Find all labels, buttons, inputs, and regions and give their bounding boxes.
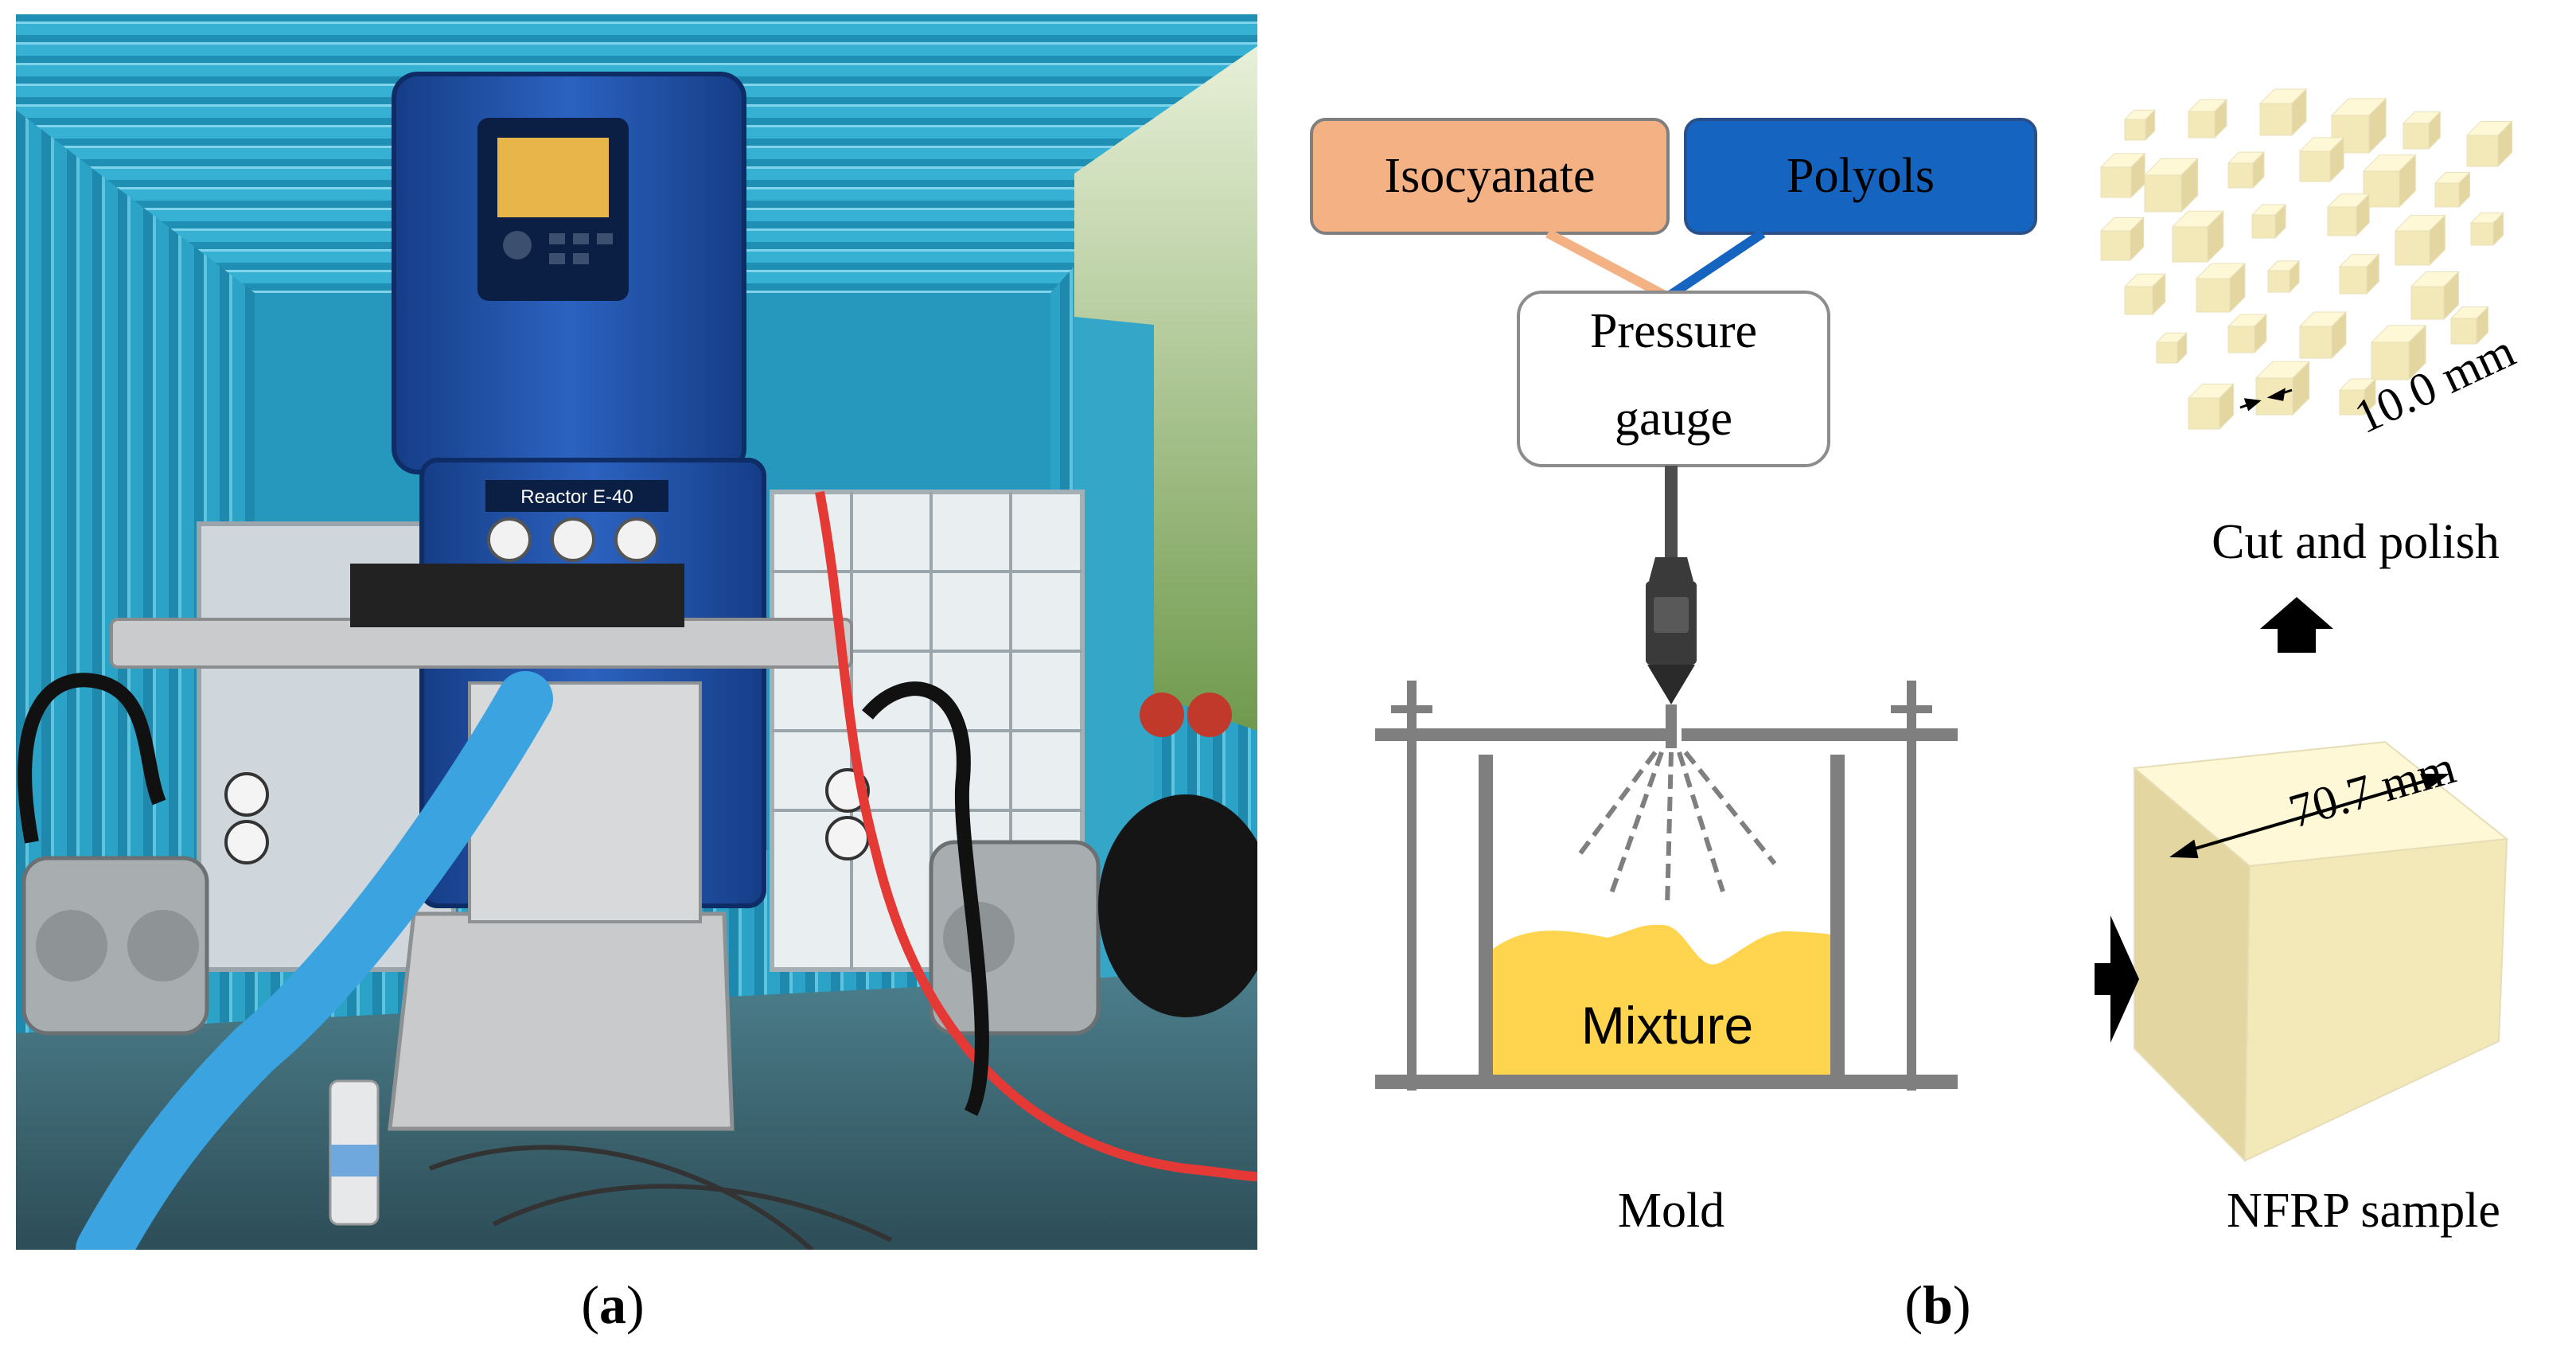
small-cube	[2099, 217, 2145, 262]
small-cube	[2266, 260, 2301, 294]
red-air-hose	[815, 490, 1257, 1181]
ibc-cage-lines	[772, 492, 1082, 970]
small-cube	[2465, 120, 2513, 168]
blue-heated-hose	[76, 671, 553, 1250]
small-cube	[2338, 253, 2380, 295]
small-cube	[2143, 158, 2199, 213]
mixture-fill	[1493, 924, 1830, 1075]
nfrp-sample-label: NFRP sample	[2227, 1184, 2500, 1238]
caption-b-open: (	[1904, 1274, 1923, 1335]
small-cube	[2258, 88, 2308, 137]
small-cube	[2410, 271, 2460, 321]
small-cube	[2330, 97, 2387, 154]
large-cube-dimension-arrow	[2169, 774, 2450, 859]
caption-a-open: (	[581, 1274, 599, 1335]
spray-can	[329, 1079, 380, 1226]
small-cube	[2298, 310, 2348, 360]
large-cube	[2132, 740, 2509, 1163]
mold	[1375, 681, 1958, 1091]
caption-a-letter: a	[599, 1274, 626, 1335]
small-cube	[2227, 313, 2268, 354]
caption-a: (a)	[557, 1278, 668, 1332]
small-cube	[2123, 109, 2156, 142]
machine-gauges	[487, 517, 659, 562]
isocyanate-label: Isocyanate	[1384, 149, 1596, 203]
isocyanate-feed-line	[1545, 228, 1666, 299]
small-cube	[2469, 212, 2504, 247]
machine-badge	[485, 480, 668, 512]
black-hose-right	[862, 681, 989, 1117]
small-cube	[2254, 361, 2310, 416]
machine-pedestal	[388, 911, 735, 1131]
small-cube	[2338, 377, 2377, 416]
small-cube	[2195, 262, 2247, 314]
grey-cables	[428, 1145, 893, 1250]
small-cube	[2326, 193, 2371, 237]
caption-b-letter: b	[1923, 1274, 1953, 1335]
compressor	[1098, 693, 1257, 1017]
small-cube-dimension-marker	[2239, 388, 2293, 412]
small-cube	[2227, 150, 2266, 189]
small-cube	[2155, 332, 2188, 365]
small-cube	[2099, 152, 2146, 199]
polyols-box	[1684, 118, 2037, 235]
small-cube	[2187, 383, 2235, 431]
panel-b-diagram	[1310, 88, 2513, 1163]
machine-badge-text: Reactor E-40	[520, 486, 633, 508]
arrow-up-to-cut-polish	[2260, 597, 2333, 653]
pressure-gauge-label-line2: gauge	[1614, 392, 1733, 446]
machine-display-screen	[497, 138, 609, 217]
arrow-right-to-sample	[2095, 915, 2139, 1043]
mixture-label: Mixture	[1580, 996, 1754, 1055]
pump-left	[21, 856, 209, 1036]
pressure-gauge-label-line1: Pressure	[1589, 304, 1758, 358]
black-hose-left	[18, 673, 166, 844]
small-cube	[2123, 273, 2166, 316]
isocyanate-box	[1310, 118, 1670, 235]
small-cube	[2171, 209, 2225, 263]
small-cubes	[2099, 88, 2513, 431]
small-cube	[2449, 306, 2489, 345]
caption-b: (b)	[1882, 1278, 1993, 1332]
manifold-dark-block	[350, 564, 684, 627]
gun-feed-line	[1665, 466, 1678, 561]
small-cube	[2298, 136, 2345, 183]
small-cube	[2187, 98, 2228, 139]
polyols-feed-line	[1668, 229, 1766, 299]
small-cube	[2394, 214, 2446, 267]
small-cube	[2434, 171, 2471, 209]
caption-b-close: )	[1952, 1274, 1971, 1335]
panel-a-photo: Reactor E-40	[16, 14, 1257, 1250]
spray-pattern	[1573, 751, 1777, 908]
small-cube	[2370, 324, 2427, 381]
cut-and-polish-label: Cut and polish	[2212, 515, 2500, 569]
machine-keypad	[503, 231, 613, 264]
spray-gun	[1646, 557, 1697, 704]
small-cube	[2402, 111, 2442, 150]
mold-label: Mold	[1617, 1184, 1725, 1238]
polyols-label: Polyols	[1786, 149, 1935, 203]
small-cube	[2362, 154, 2417, 209]
pump-right	[929, 840, 1101, 1036]
small-cube	[2251, 203, 2287, 240]
caption-a-close: )	[626, 1274, 645, 1335]
